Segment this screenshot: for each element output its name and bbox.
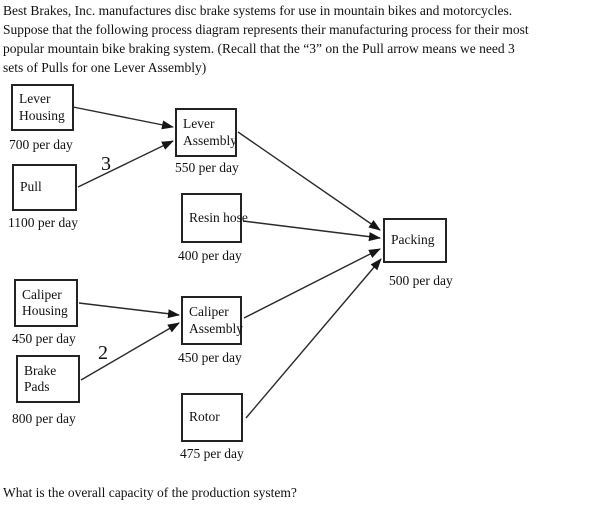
arrow-rotor-to-packing [245, 258, 382, 419]
multiplier-label-pull: 3 [101, 153, 111, 175]
multiplier-label-brake-pads: 2 [98, 342, 108, 364]
arrow-caliper-assembly-to-packing [243, 248, 381, 319]
capacity-label-resin-hose: 400 per day [178, 248, 242, 263]
process-box-pull: Pull [12, 164, 77, 211]
arrow-caliper-housing-to-caliper-assembly [78, 302, 180, 319]
problem-statement-line: popular mountain bike braking system. (R… [3, 41, 515, 56]
arrow-brake-pads-to-caliper-assembly [80, 322, 180, 381]
capacity-label-lever-housing: 700 per day [9, 137, 73, 152]
arrow-pull-to-lever-assembly [77, 140, 174, 188]
process-box-label: Assembly [189, 320, 243, 336]
capacity-label-pull: 1100 per day [8, 215, 78, 230]
capacity-label-caliper-assembly: 450 per day [178, 350, 242, 365]
arrow-lever-housing-to-lever-assembly [72, 106, 174, 130]
arrow-lever-assembly-to-packing [237, 131, 381, 231]
capacity-label-packing: 500 per day [389, 273, 453, 288]
arrow-resin-hose-to-packing [242, 220, 381, 242]
process-box-rotor: Rotor [181, 393, 243, 442]
process-box-label: Resin hose [189, 209, 248, 225]
problem-statement: Best Brakes, Inc. manufactures disc brak… [3, 1, 529, 77]
capacity-label-brake-pads: 800 per day [12, 411, 76, 426]
process-box-label: Lever [19, 91, 51, 106]
question-text: What is the overall capacity of the prod… [3, 485, 297, 500]
process-box-label: Pads [24, 379, 50, 394]
process-box-packing: Packing [383, 218, 447, 263]
process-box-label: Rotor [189, 409, 220, 425]
process-box-resin-hose: Resin hose [181, 193, 248, 243]
process-box-label: Pull [20, 179, 42, 195]
process-box-label: Assembly [183, 132, 237, 148]
problem-statement-line: sets of Pulls for one Lever Assembly) [3, 60, 207, 75]
process-box-label: Caliper [189, 304, 229, 319]
process-box-label: Packing [391, 232, 435, 248]
capacity-label-lever-assembly: 550 per day [175, 160, 239, 175]
process-box-label: Housing [22, 303, 68, 318]
capacity-label-caliper-housing: 450 per day [12, 331, 76, 346]
process-box-label: Housing [19, 107, 65, 123]
process-box-label: Caliper [22, 286, 62, 302]
problem-statement-line: Suppose that the following process diagr… [3, 22, 529, 37]
process-box-label: Lever [183, 116, 215, 131]
problem-statement-line: Best Brakes, Inc. manufactures disc brak… [3, 3, 513, 18]
process-box-label: Brake [24, 362, 57, 378]
capacity-label-rotor: 475 per day [180, 446, 244, 461]
